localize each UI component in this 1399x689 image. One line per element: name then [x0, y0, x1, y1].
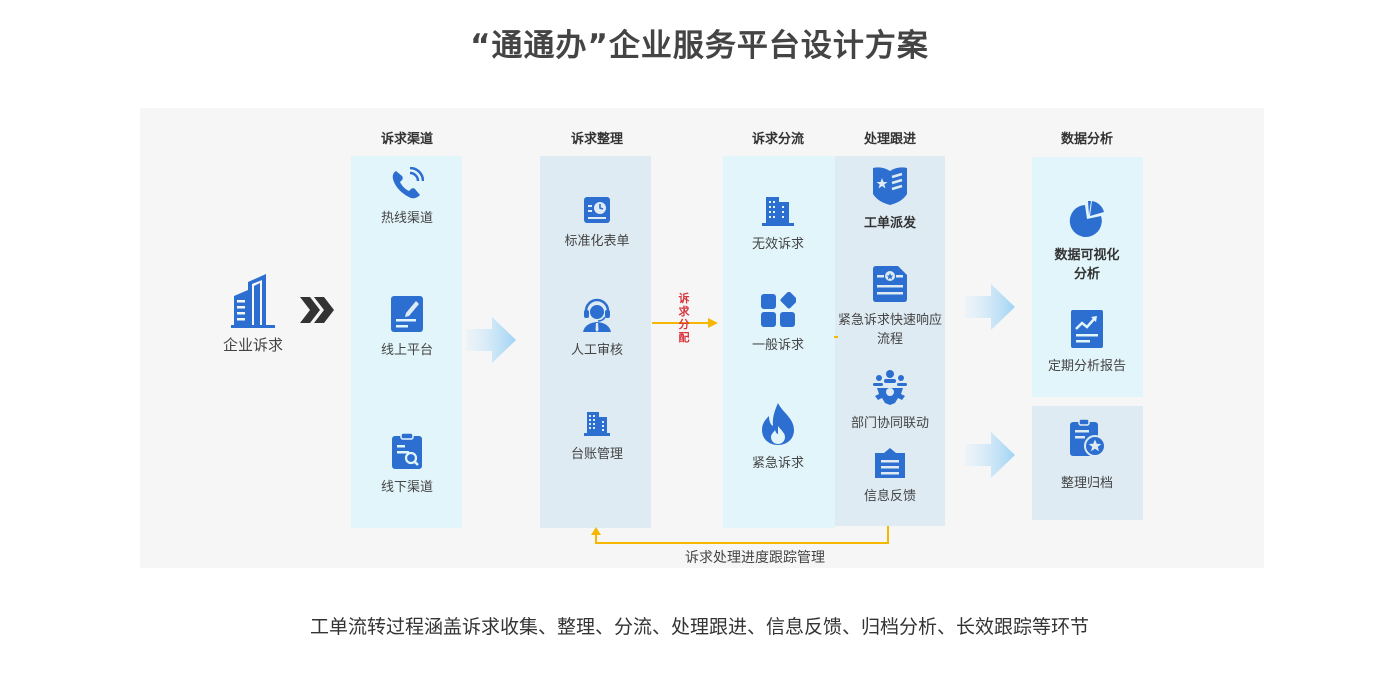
analysis-box: [1032, 157, 1143, 397]
triage-urgent: 紧急诉求: [718, 402, 838, 471]
analysis-visualization: 数据可视化 分析: [1027, 200, 1147, 282]
column-heading-organize: 诉求整理: [570, 132, 623, 147]
trend-report-icon: [1027, 309, 1147, 349]
fire-icon: [718, 402, 838, 446]
distribution-label: 诉 求 分 配: [678, 292, 690, 344]
channel-online: 线上平台: [347, 295, 467, 358]
clipboard-search-icon: [347, 432, 467, 470]
followup-dispatch: 工单派发: [830, 166, 950, 231]
followup-coordination: 部门协同联动: [828, 370, 952, 431]
flow-arrow-icon: [466, 317, 516, 363]
headset-agent-icon: [537, 297, 657, 333]
source-label: 企业诉求: [222, 336, 283, 354]
phone-icon: [347, 167, 467, 201]
archive-star-icon: [1027, 418, 1147, 458]
distribution-arrow-icon: [652, 317, 718, 329]
connector-tick: [834, 336, 838, 338]
flow-arrow-icon: [965, 284, 1015, 330]
flow-arrow-icon: [965, 432, 1015, 478]
grid-apps-icon: [718, 292, 838, 328]
pie-chart-icon: [1027, 200, 1147, 238]
followup-urgent-flow: 紧急诉求快速响应 流程: [828, 265, 952, 347]
analysis-report: 定期分析报告: [1027, 309, 1147, 374]
column-heading-triage: 诉求分流: [751, 132, 804, 147]
triage-invalid: 无效诉求: [718, 193, 838, 252]
followup-feedback: 信息反馈: [828, 447, 952, 504]
organize-manual-review: 人工审核: [537, 297, 657, 358]
building-icon: [193, 272, 313, 328]
ticket-book-icon: [830, 166, 950, 206]
office-building-icon: [718, 193, 838, 227]
ledger-building-icon: [537, 409, 657, 437]
page-title: “通通办”企业服务平台设计方案: [470, 28, 929, 64]
organize-standard-form: 标准化表单: [537, 196, 657, 249]
feedback-list-icon: [828, 447, 952, 479]
id-card-icon: [828, 265, 952, 303]
column-heading-followup: 处理跟进: [863, 132, 916, 147]
edit-document-icon: [347, 295, 467, 333]
column-heading-channels: 诉求渠道: [380, 132, 433, 147]
double-chevron-icon: [300, 297, 336, 323]
diagram-caption: 工单流转过程涵盖诉求收集、整理、分流、处理跟进、信息反馈、归档分析、长效跟踪等环…: [309, 616, 1089, 638]
tracking-loop-arrow-icon: [590, 526, 895, 550]
organize-ledger: 台账管理: [537, 409, 657, 462]
triage-general: 一般诉求: [718, 292, 838, 353]
column-heading-analysis: 数据分析: [1060, 132, 1113, 147]
analysis-archive: 整理归档: [1027, 418, 1147, 491]
tracking-loop-label: 诉求处理进度跟踪管理: [685, 550, 825, 566]
channel-offline: 线下渠道: [347, 432, 467, 495]
source-enterprise: 企业诉求: [193, 272, 313, 355]
form-clock-icon: [537, 196, 657, 224]
team-gear-icon: [828, 370, 952, 406]
channel-hotline: 热线渠道: [347, 167, 467, 226]
